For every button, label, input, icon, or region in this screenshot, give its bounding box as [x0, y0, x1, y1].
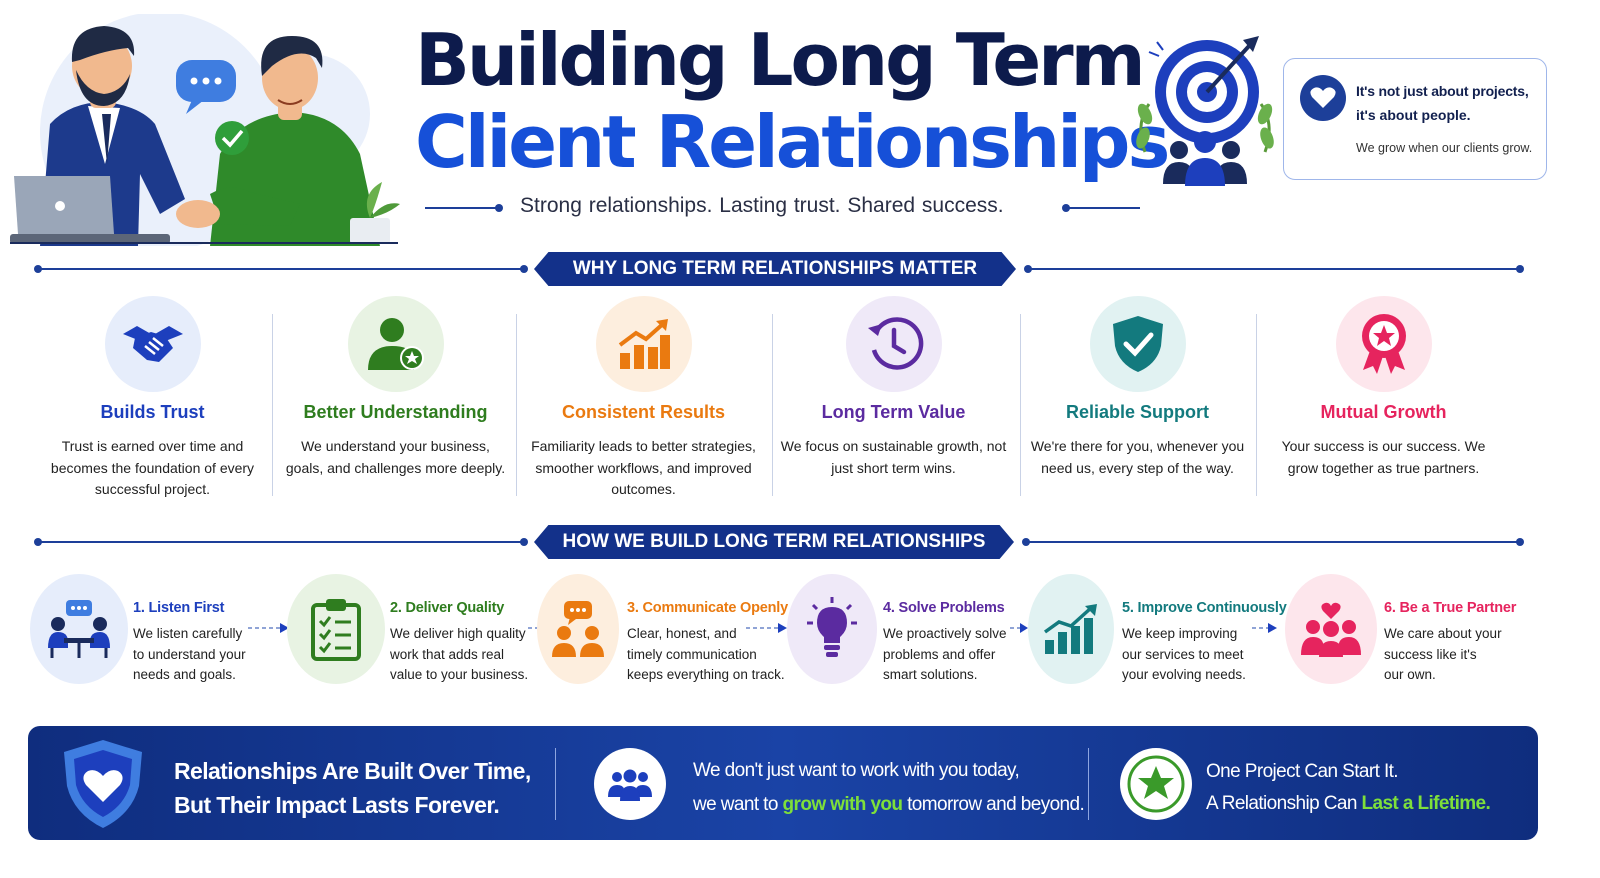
arrow-right-icon: [1252, 623, 1277, 633]
page-title-line2: Client Relationships: [415, 100, 1170, 184]
divider-line: [1026, 541, 1518, 543]
why-card-better-understanding: Better Understanding We understand your …: [273, 296, 518, 506]
title-block: Building Long Term Client Relationships: [415, 18, 1170, 184]
footer-message-1: Relationships Are Built Over Time, But T…: [174, 758, 531, 818]
shield-heart-icon: [62, 738, 144, 830]
footer-divider: [555, 748, 556, 820]
column-divider: [772, 314, 773, 496]
shield-check-icon: [1089, 296, 1186, 392]
why-desc: We understand your business, goals, and …: [285, 438, 506, 476]
growth-chart-icon: [595, 296, 692, 392]
quote-line3: We grow when our clients grow.: [1356, 141, 1533, 155]
star-badge-icon: [1120, 748, 1192, 820]
divider-dot: [495, 204, 503, 212]
why-desc: Your success is our success. We grow tog…: [1281, 438, 1486, 476]
arrow-right-icon: [746, 623, 787, 633]
how-title: 6. Be a True Partner: [1384, 600, 1517, 616]
column-divider: [272, 314, 273, 496]
team-icon: [594, 748, 666, 820]
why-cards: Builds Trust Trust is earned over time a…: [30, 296, 1530, 506]
person-star-icon: [347, 296, 444, 392]
divider-line: [1028, 268, 1518, 270]
divider-dot: [1062, 204, 1070, 212]
quote-line1: It's not just about projects,: [1356, 83, 1529, 99]
column-divider: [516, 314, 517, 496]
column-divider: [1256, 314, 1257, 496]
quote-card: It's not just about projects, it's about…: [1283, 58, 1547, 180]
column-divider: [1020, 314, 1021, 496]
meeting-icon: [30, 574, 128, 684]
why-title: Mutual Growth: [1320, 402, 1447, 422]
why-card-consistent-results: Consistent Results Familiarity leads to …: [521, 296, 766, 506]
checklist-icon: [287, 574, 385, 684]
why-title: Builds Trust: [100, 402, 205, 422]
divider-dot: [520, 538, 528, 546]
lightbulb-icon: [787, 574, 877, 684]
how-title: 1. Listen First: [133, 600, 225, 616]
tagline-row: Strong relationships. Lasting trust. Sha…: [425, 192, 1140, 224]
why-desc: We're there for you, whenever you need u…: [1030, 438, 1245, 476]
why-title: Long Term Value: [821, 402, 966, 422]
divider-dot: [1516, 538, 1524, 546]
clock-icon: [845, 296, 942, 392]
divider-line: [1068, 207, 1140, 209]
how-section-header: HOW WE BUILD LONG TERM RELATIONSHIPS: [34, 525, 1524, 559]
arrow-right-icon: [1010, 623, 1028, 633]
how-step-deliver-quality: 2. Deliver Quality We deliver high quali…: [287, 572, 537, 687]
quote-line2: it's about people.: [1356, 107, 1471, 123]
how-title: 5. Improve Continuously: [1122, 600, 1287, 616]
bar-growth-icon: [1028, 574, 1114, 684]
handshake-illustration: [10, 12, 405, 252]
how-title: 4. Solve Problems: [883, 600, 1005, 616]
footer-banner: Relationships Are Built Over Time, But T…: [28, 726, 1538, 840]
why-card-mutual-growth: Mutual Growth Your success is our succes…: [1261, 296, 1506, 506]
chat-people-icon: [537, 574, 619, 684]
how-title: 2. Deliver Quality: [390, 600, 505, 616]
arrow-right-icon: [248, 623, 289, 633]
footer-message-3: One Project Can Start It. A Relationship…: [1206, 761, 1491, 814]
how-title: 3. Communicate Openly: [627, 600, 788, 616]
heart-icon: [1300, 75, 1346, 121]
team-heart-icon: [1285, 574, 1377, 684]
tagline: Strong relationships. Lasting trust. Sha…: [520, 194, 1004, 217]
why-card-reliable-support: Reliable Support We're there for you, wh…: [1015, 296, 1260, 506]
footer-message-2: We don't just want to work with you toda…: [693, 760, 1085, 815]
why-title: Consistent Results: [561, 402, 726, 422]
why-desc: Trust is earned over time and becomes th…: [50, 438, 255, 497]
why-card-long-term-value: Long Term Value We focus on sustainable …: [771, 296, 1016, 506]
why-card-builds-trust: Builds Trust Trust is earned over time a…: [30, 296, 275, 506]
page-title-line1: Building Long Term: [415, 18, 1146, 102]
how-step-improve-continuously: 5. Improve Continuously We keep improvin…: [1028, 572, 1287, 687]
divider-line: [38, 268, 524, 270]
how-section-title: HOW WE BUILD LONG TERM RELATIONSHIPS: [534, 525, 1014, 559]
target-team-icon: [1135, 34, 1275, 189]
divider-line: [425, 207, 497, 209]
divider-dot: [520, 265, 528, 273]
divider-line: [38, 541, 524, 543]
handshake-icon: [104, 296, 201, 392]
why-title: Better Understanding: [303, 402, 488, 422]
award-ribbon-icon: [1335, 296, 1432, 392]
how-step-communicate-openly: 3. Communicate Openly Clear, honest, and…: [537, 572, 788, 687]
divider-dot: [1516, 265, 1524, 273]
why-title: Reliable Support: [1065, 402, 1209, 422]
why-section-header: WHY LONG TERM RELATIONSHIPS MATTER: [34, 252, 1524, 286]
footer-divider: [1088, 748, 1089, 820]
why-desc: Familiarity leads to better strategies, …: [531, 438, 756, 497]
why-section-title: WHY LONG TERM RELATIONSHIPS MATTER: [534, 252, 1016, 286]
why-desc: We focus on sustainable growth, not just…: [780, 438, 1007, 476]
